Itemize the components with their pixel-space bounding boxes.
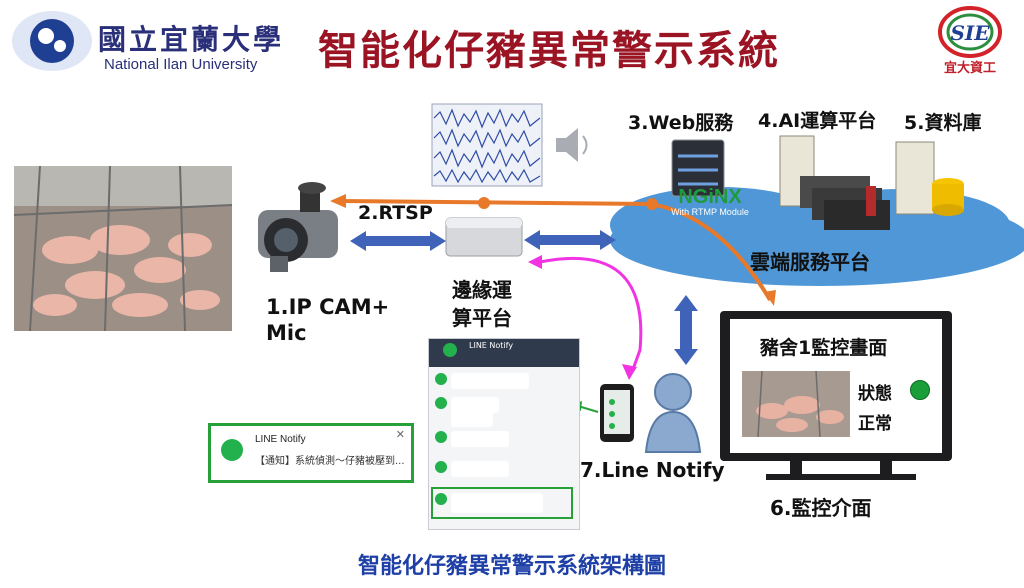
web-service-label: 3.Web服務 [628, 112, 734, 134]
highlighted-message [431, 487, 573, 519]
sie-subtext: 宜大資工 [944, 60, 996, 76]
edge-computing-device [445, 217, 523, 257]
chat-bubble [451, 397, 499, 413]
chat-bubble [451, 411, 493, 427]
close-icon[interactable]: ✕ [395, 428, 405, 441]
notify-flow-arrow [528, 255, 643, 380]
chat-bubble [451, 373, 529, 389]
status-value: 正常 [858, 414, 892, 434]
monitor-base [766, 474, 916, 480]
smartphone-icon [600, 384, 634, 442]
popup-message: 【通知】系統偵測～仔豬被壓到... [255, 456, 405, 467]
chat-bubble [451, 493, 543, 513]
monitor-display: 豬舍1監控畫面 狀態 正常 [720, 311, 952, 461]
arrow-cloud-users [674, 295, 698, 365]
chat-avatar-icon [435, 373, 447, 385]
database-server-icon [895, 141, 964, 216]
audio-waveform [431, 103, 543, 187]
pig-pen-photo [13, 165, 233, 332]
chat-bubble [451, 461, 509, 477]
ai-server-icon [779, 135, 890, 230]
chat-avatar-icon [435, 461, 447, 473]
web-server-icon [671, 139, 725, 197]
nginx-logo: NGiNX With RTMP Module [654, 186, 766, 217]
nginx-sub: With RTMP Module [671, 207, 749, 217]
user-icon [644, 373, 702, 453]
line-app-avatar-icon [443, 343, 457, 357]
chat-avatar-icon [435, 431, 447, 443]
figure-caption: 智能化仔豬異常警示系統架構圖 [357, 554, 666, 579]
monitor-screen: 豬舍1監控畫面 狀態 正常 [730, 319, 942, 453]
edge-label: 邊緣運 算平台 [452, 278, 512, 330]
line-chat-screenshot: LINE Notify [428, 338, 580, 530]
rtsp-label: 2.RTSP [358, 202, 433, 224]
chat-bubble [451, 431, 509, 447]
speaker-icon [556, 128, 588, 162]
database-label: 5.資料庫 [904, 112, 982, 134]
monitor-pig-photo [742, 371, 850, 437]
chat-avatar-icon [435, 493, 447, 505]
audio-flow-arrow [330, 194, 776, 306]
monitor-stand [790, 461, 802, 475]
chat-avatar-icon [435, 397, 447, 409]
cloud-platform-label: 雲端服務平台 [750, 250, 870, 274]
monitor-stand-right [880, 461, 892, 475]
popup-app-name: LINE Notify [255, 434, 306, 445]
sie-text: SIE [950, 21, 990, 45]
bell-icon [221, 439, 243, 461]
university-name-zh: 國立宜蘭大學 [98, 23, 285, 56]
ip-camera-icon [258, 182, 338, 272]
monitor-label: 6.監控介面 [770, 496, 872, 520]
university-logo [10, 8, 94, 74]
status-label: 狀態 [858, 384, 892, 404]
sie-logo: SIE 宜大資工 [930, 4, 1010, 76]
page-title: 智能化仔豬異常警示系統 [318, 27, 780, 74]
monitor-heading: 豬舍1監控畫面 [760, 337, 888, 359]
line-notify-popup[interactable]: LINE Notify 【通知】系統偵測～仔豬被壓到... ✕ [208, 423, 414, 483]
ai-platform-label: 4.AI運算平台 [758, 110, 877, 132]
arrow-edge-cloud [524, 230, 616, 250]
university-name-en: National Ilan University [104, 56, 258, 73]
line-notify-label: 7.Line Notify [580, 458, 725, 482]
camera-label: 1.IP CAM+ Mic [266, 295, 390, 345]
status-indicator [910, 380, 930, 400]
arrow-camera-edge [350, 231, 446, 251]
nginx-brand: NGiNX [678, 186, 742, 208]
